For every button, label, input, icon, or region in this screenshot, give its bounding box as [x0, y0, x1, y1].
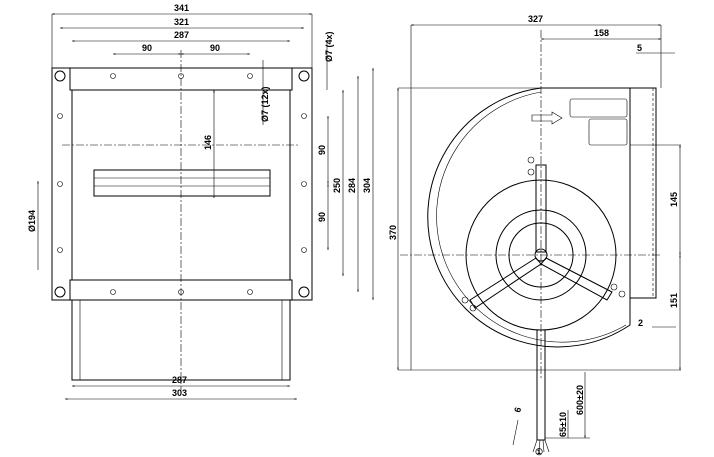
dim-5: 5: [637, 43, 642, 53]
dim-250: 250: [332, 178, 342, 193]
front-view: 341 321 287 90 90 146 90 90 250 284 304 …: [27, 3, 374, 400]
dim-90-side-lower: 90: [317, 212, 327, 222]
dim-strip-length: 65±10: [558, 412, 568, 437]
dim-287-bottom: 287: [172, 375, 187, 385]
dim-90-side-upper: 90: [317, 145, 327, 155]
dim-151: 151: [669, 293, 679, 308]
airflow-arrow-icon: [531, 111, 563, 125]
scroll-housing: [427, 87, 631, 348]
dim-370: 370: [388, 225, 398, 240]
dim-321: 321: [174, 17, 189, 27]
dim-small-holes: Ø7 (12x): [260, 86, 270, 122]
dim-inlet-diameter: Ø194: [27, 210, 37, 232]
mounting-holes: [54, 70, 310, 298]
side-flange: [629, 87, 657, 299]
dim-corner-holes: Ø7 (4x): [324, 31, 334, 62]
side-view: 327 158 5 370 145 151 2 600±20 65±10 6 ①: [388, 14, 681, 457]
dim-2: 2: [638, 318, 643, 328]
impeller: [93, 169, 271, 197]
dim-146: 146: [203, 135, 213, 150]
callout-1: ①: [535, 447, 543, 457]
dim-90-left: 90: [142, 43, 152, 53]
dim-90-right: 90: [210, 43, 220, 53]
dim-304: 304: [362, 178, 372, 193]
dim-wire-strip: 6: [512, 406, 523, 413]
dim-341: 341: [174, 3, 189, 13]
label-plate: [569, 98, 628, 118]
dim-158: 158: [594, 28, 609, 38]
label-plate-2: [588, 118, 628, 146]
dim-327: 327: [528, 14, 543, 24]
dim-cable-length: 600±20: [575, 385, 585, 415]
dim-303: 303: [172, 388, 187, 398]
cable: [536, 329, 546, 441]
dim-284: 284: [347, 178, 357, 193]
dim-145: 145: [669, 192, 679, 207]
motor-mount-struts: [461, 156, 626, 312]
flange-outline: [51, 67, 313, 301]
dim-287-top: 287: [174, 30, 189, 40]
